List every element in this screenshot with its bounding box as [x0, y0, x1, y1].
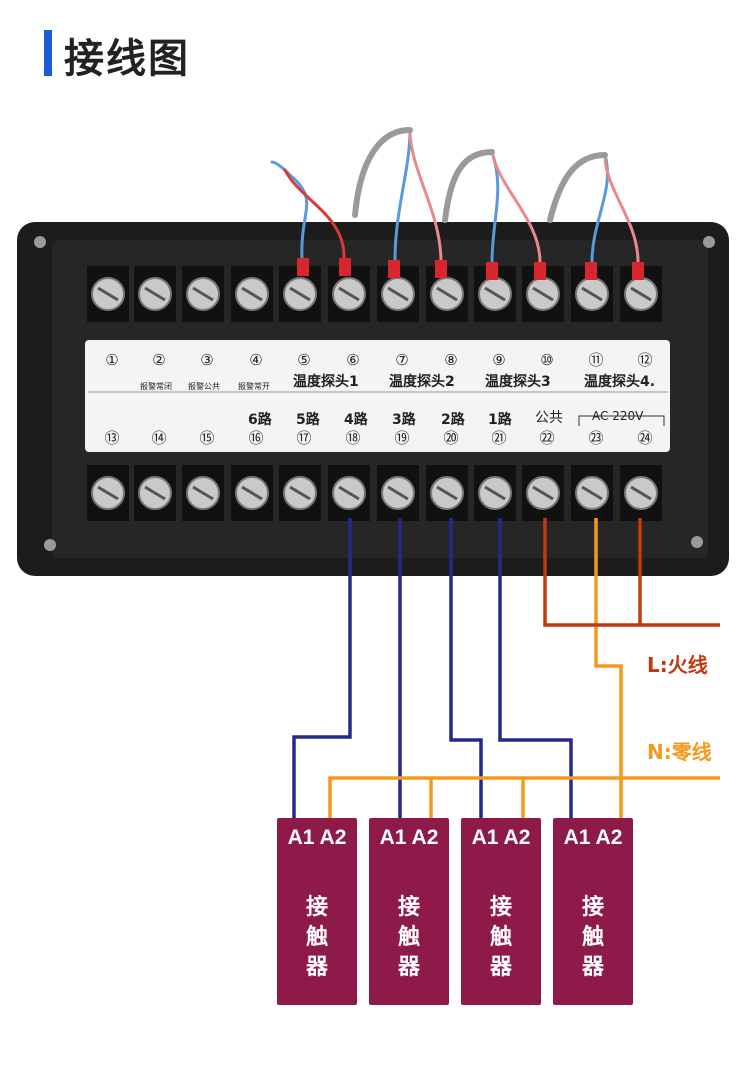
bottom-screw-slot: [241, 485, 263, 501]
ch6-label: 6路: [248, 411, 273, 428]
top-terminal-number: ⑩: [540, 351, 553, 369]
panel-screw-tl: [34, 236, 46, 248]
top-terminal-number: ①: [105, 351, 118, 369]
bottom-terminal-number: ㉔: [637, 429, 652, 447]
bottom-screw-slot: [192, 485, 214, 501]
contactor-pins: A1 A2: [563, 826, 623, 849]
alarm-no-label: 报警常开: [238, 381, 270, 391]
bottom-terminal-number: ⑬: [104, 429, 119, 447]
neutral-wire-label: N:零线: [647, 740, 712, 764]
contactor-name: 接 触 器: [581, 895, 604, 980]
top-screw-slot: [192, 286, 214, 302]
bottom-terminal-number: ⑳: [443, 429, 458, 447]
probe2-label: 温度探头2: [389, 373, 455, 390]
bottom-screw-slot: [338, 485, 360, 501]
bottom-terminal-row: [87, 465, 662, 521]
top-screw-slot: [436, 286, 458, 302]
contactor-2: A1 A2 接 触 器: [369, 818, 449, 1005]
bottom-screw-slot: [289, 485, 311, 501]
top-terminal-row: [87, 266, 662, 322]
contactor-name: 接 触 器: [305, 895, 328, 980]
ch3-label: 3路: [392, 411, 417, 428]
bottom-screw-slot: [387, 485, 409, 501]
contactor-pins: A1 A2: [471, 826, 531, 849]
contactor-4: A1 A2 接 触 器: [553, 818, 633, 1005]
bottom-screw-slot: [484, 485, 506, 501]
top-screw-slot: [144, 286, 166, 302]
contactor-1: A1 A2 接 触 器: [277, 818, 357, 1005]
top-terminal-number: ⑧: [444, 351, 457, 369]
top-terminal-number: ⑫: [637, 351, 652, 369]
top-screw-slot: [387, 286, 409, 302]
contactor-pins: A1 A2: [287, 826, 347, 849]
bottom-terminal-number: ㉒: [539, 429, 554, 447]
top-terminal-number: ⑤: [297, 351, 310, 369]
bottom-terminal-number: ⑱: [345, 429, 360, 447]
top-screw-slot: [532, 286, 554, 302]
bottom-terminal-number: ⑲: [394, 429, 409, 447]
bottom-terminal-number: ㉑: [491, 429, 506, 447]
wire-live: [543, 518, 720, 627]
wire-neutral-bus: [328, 776, 720, 818]
bottom-screw-slot: [97, 485, 119, 501]
top-screw-slot: [630, 286, 652, 302]
ch4-label: 4路: [344, 411, 369, 428]
probe4-label: 温度探头4.: [584, 373, 655, 390]
alarm-com-label: 报警公共: [188, 381, 220, 391]
top-screw-slot: [581, 286, 603, 302]
panel-screw-tr: [703, 236, 715, 248]
bottom-terminal-number: ㉓: [588, 429, 603, 447]
bottom-screw-slot: [581, 485, 603, 501]
top-terminal-number: ③: [200, 351, 213, 369]
bottom-screw-slot: [436, 485, 458, 501]
top-screw-slot: [289, 286, 311, 302]
ch2-label: 2路: [441, 411, 466, 428]
bottom-screw-slot: [630, 485, 652, 501]
bottom-terminal-number: ⑰: [296, 429, 311, 447]
bottom-terminal-number: ⑯: [248, 429, 263, 447]
contactor-pins: A1 A2: [379, 826, 439, 849]
contactor-name: 接 触 器: [397, 895, 420, 980]
contactor-3: A1 A2 接 触 器: [461, 818, 541, 1005]
bottom-screw-slot: [144, 485, 166, 501]
top-screw-slot: [241, 286, 263, 302]
probe1-label: 温度探头1: [293, 373, 359, 390]
ch5-label: 5路: [296, 411, 321, 428]
panel-screw-bl: [44, 539, 56, 551]
top-terminal-number: ⑦: [395, 351, 408, 369]
bottom-terminal-number: ⑭: [151, 429, 166, 447]
top-screw-slot: [97, 286, 119, 302]
alarm-nc-label: 报警常闭: [140, 381, 172, 391]
top-terminal-number: ⑪: [588, 351, 603, 369]
bottom-terminal-number: ⑮: [199, 429, 214, 447]
page-title: 接线图: [64, 36, 190, 82]
wire-ch4: [292, 518, 352, 818]
top-terminal-number: ⑥: [346, 351, 359, 369]
title-accent-bar: [44, 30, 52, 76]
top-terminal-number: ④: [249, 351, 262, 369]
top-screw-slot: [338, 286, 360, 302]
contactor-name: 接 触 器: [489, 895, 512, 980]
top-screw-slot: [484, 286, 506, 302]
bottom-screw-slot: [532, 485, 554, 501]
live-wire-label: L:火线: [647, 653, 708, 677]
panel-screw-br: [691, 536, 703, 548]
probe3-label: 温度探头3: [485, 373, 551, 390]
top-terminal-number: ⑨: [492, 351, 505, 369]
common-label: 公共: [535, 410, 563, 426]
terminal-label-strip: [85, 340, 670, 452]
ch1-label: 1路: [488, 411, 513, 428]
wire-neutral-drop: [594, 518, 623, 818]
top-terminal-number: ②: [152, 351, 165, 369]
